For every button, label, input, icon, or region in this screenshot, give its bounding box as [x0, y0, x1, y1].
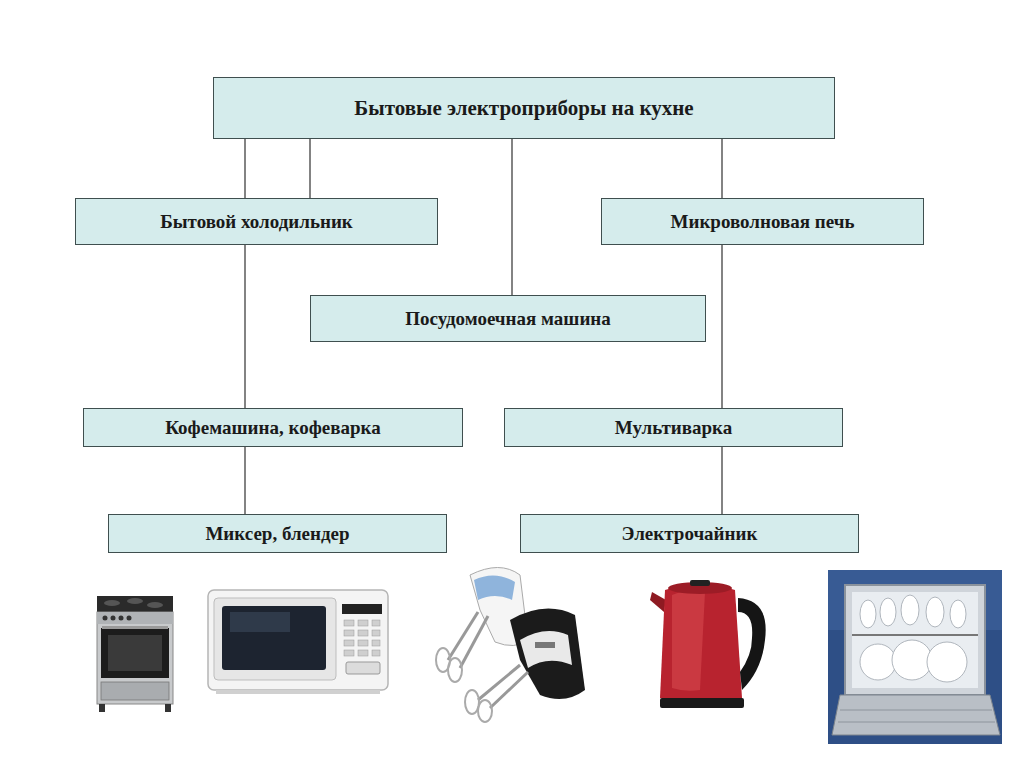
- appliance-box: Мультиварка: [504, 408, 843, 447]
- tree-connector: [511, 139, 513, 295]
- root-box: Бытовые электроприборы на кухне: [213, 77, 835, 139]
- box-label: Мультиварка: [615, 417, 732, 439]
- appliance-box: Бытовой холодильник: [75, 198, 438, 245]
- stove-picture: [97, 596, 173, 712]
- appliance-box: Миксер, блендер: [108, 514, 447, 553]
- box-label: Бытовой холодильник: [160, 211, 353, 233]
- mixer-picture: [436, 568, 585, 723]
- appliance-box: Кофемашина, кофеварка: [83, 408, 463, 447]
- tree-connector: [721, 245, 723, 408]
- tree-connector: [721, 139, 723, 198]
- box-label: Кофемашина, кофеварка: [165, 417, 380, 439]
- tree-connector: [309, 139, 311, 198]
- box-label: Миксер, блендер: [205, 523, 349, 545]
- tree-connector: [244, 245, 246, 408]
- dishwasher-picture: [828, 570, 1002, 744]
- appliance-box: Посудомоечная машина: [310, 295, 706, 342]
- box-label: Посудомоечная машина: [405, 308, 611, 330]
- tree-connector: [721, 447, 723, 514]
- box-label: Бытовые электроприборы на кухне: [354, 96, 693, 121]
- tree-connector: [244, 447, 246, 514]
- appliance-box: Микроволновая печь: [601, 198, 924, 245]
- microwave-picture: [208, 590, 388, 694]
- appliance-box: Электрочайник: [520, 514, 859, 553]
- tree-connector: [244, 139, 246, 198]
- kettle-picture: [650, 580, 766, 708]
- box-label: Микроволновая печь: [671, 211, 855, 233]
- box-label: Электрочайник: [622, 523, 758, 545]
